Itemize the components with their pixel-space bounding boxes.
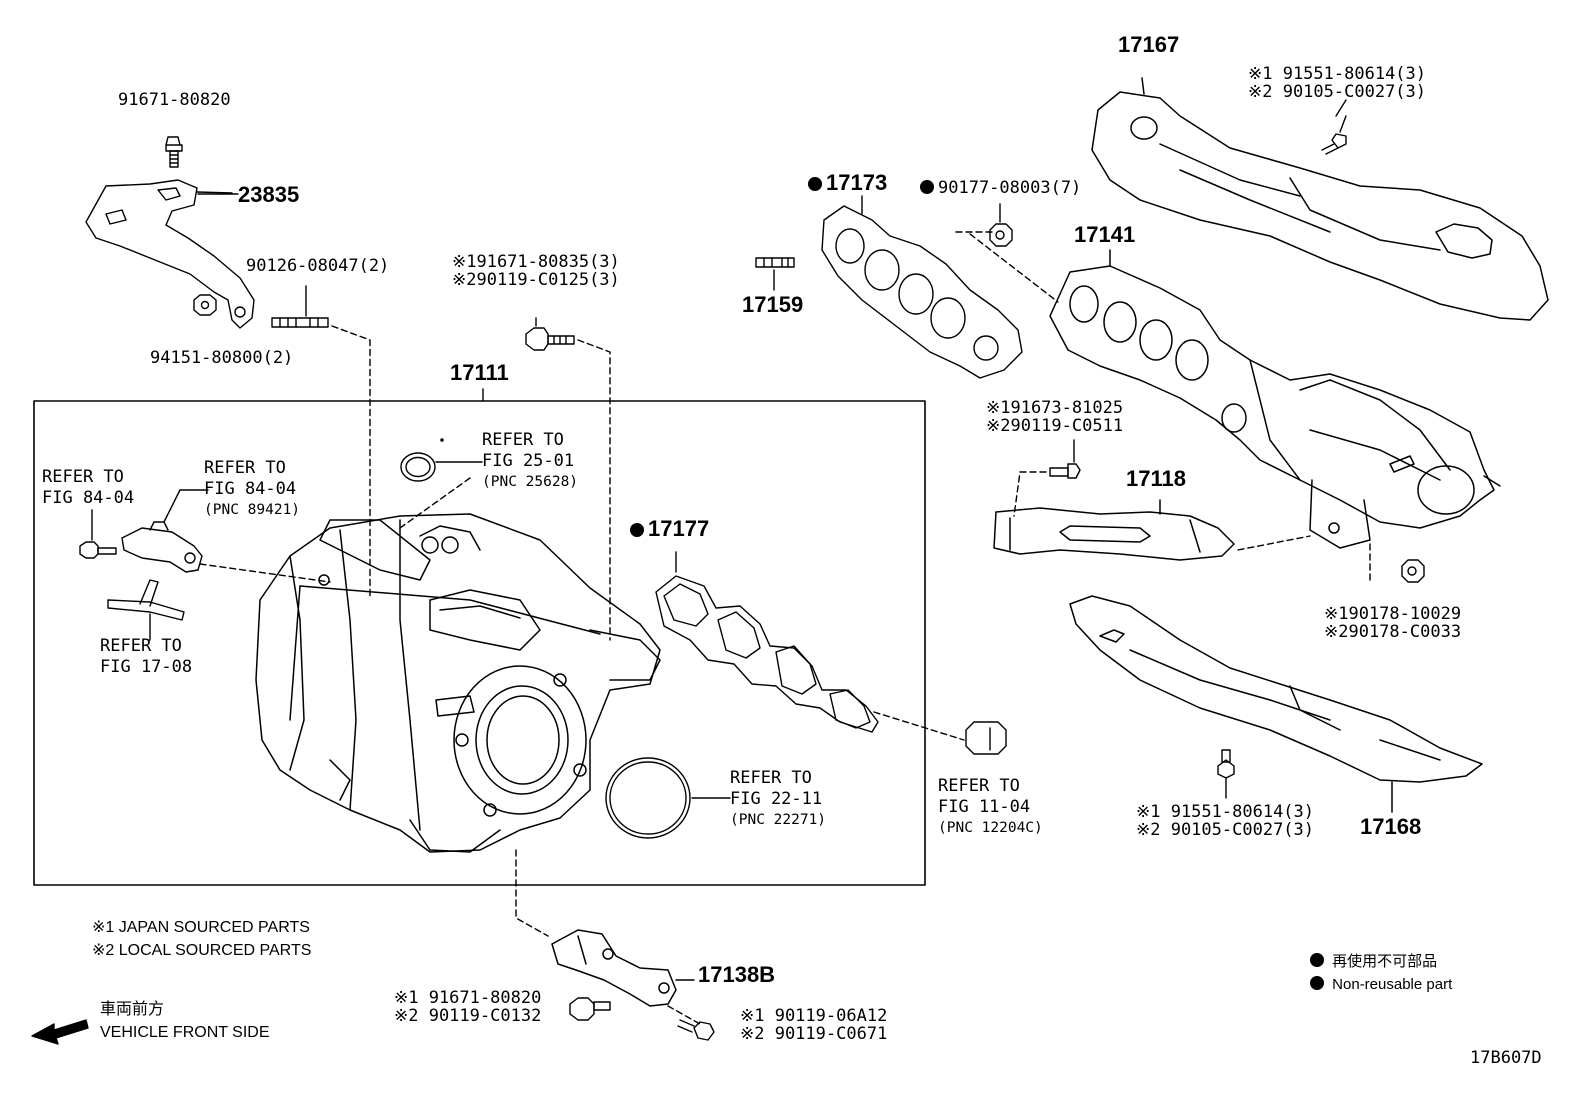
label-shield-top-bolt: ※1 91551-80614(3)※2 90105-C0027(3) bbox=[1248, 64, 1427, 102]
label-17141: 17141 bbox=[1074, 222, 1136, 247]
heat-insulator-17118 bbox=[993, 499, 1235, 561]
intake-assembly-frame bbox=[33, 400, 926, 886]
label-90177: 90177-08003(7) bbox=[920, 180, 1081, 197]
hose-17-08 bbox=[107, 579, 185, 641]
label-91671-80820-top: 91671-80820 bbox=[118, 90, 231, 110]
label-17159: 17159 bbox=[742, 292, 804, 317]
vehicle-front-arrow-icon bbox=[31, 1019, 89, 1045]
exhaust-gasket-17173 bbox=[821, 195, 1023, 379]
intake-gasket-17177 bbox=[655, 551, 879, 733]
label-nut-right: ※190178-10029※290178-C0033 bbox=[1324, 604, 1462, 642]
bolt-shield-top bbox=[1321, 115, 1347, 155]
nut-90177 bbox=[989, 203, 1013, 247]
bracket-17138b bbox=[551, 929, 695, 1007]
sensor-84-04 bbox=[79, 489, 209, 573]
bolt-shield-bottom bbox=[1217, 749, 1235, 799]
bolt-17138b-right bbox=[677, 1019, 715, 1041]
heat-shield-17167 bbox=[1091, 77, 1549, 321]
bolt-top-middle bbox=[525, 317, 575, 351]
label-17138b: 17138B bbox=[698, 962, 776, 987]
label-90126: 90126-08047(2) bbox=[246, 256, 390, 276]
non-reusable-dot-icon bbox=[808, 177, 822, 191]
gasket-ring-25628 bbox=[400, 452, 483, 482]
sourced-parts-notes: ※1 JAPAN SOURCED PARTS※2 LOCAL SOURCED P… bbox=[92, 919, 312, 959]
plug-12204c bbox=[965, 721, 1007, 755]
label-17177: 17177 bbox=[630, 518, 709, 540]
bracket-23835 bbox=[85, 136, 329, 329]
gasket-ring-22271 bbox=[605, 757, 731, 839]
label-bolt-bottom-right: ※1 90119-06A12※2 90119-C0671 bbox=[740, 1006, 888, 1044]
bolt-17138b-left bbox=[569, 997, 611, 1021]
non-reusable-dot-icon bbox=[1310, 953, 1324, 967]
label-17118: 17118 bbox=[1126, 466, 1186, 491]
label-bolt-bottom-left: ※1 91671-80820※2 90119-C0132 bbox=[394, 988, 542, 1026]
label-17167: 17167 bbox=[1118, 32, 1180, 57]
label-23835: 23835 bbox=[238, 182, 300, 207]
non-reusable-dot-icon bbox=[920, 180, 934, 194]
nut-right bbox=[1401, 559, 1425, 583]
label-bolt-17118: ※191673-81025※290119-C0511 bbox=[986, 398, 1124, 436]
stud-17159 bbox=[755, 257, 795, 291]
label-17111: 17111 bbox=[450, 360, 509, 385]
non-reusable-dot-icon bbox=[1310, 976, 1324, 990]
label-bolt-top: ※191671-80835(3)※290119-C0125(3) bbox=[452, 252, 620, 290]
label-shield-bottom-bolt: ※1 91551-80614(3)※2 90105-C0027(3) bbox=[1136, 802, 1315, 840]
legend: 再使用不可部品 Non-reusable part bbox=[1310, 950, 1452, 996]
diagram-id: 17B607D bbox=[1470, 1048, 1542, 1068]
bolt-17118 bbox=[1049, 439, 1081, 479]
heat-shield-17168 bbox=[1069, 595, 1483, 813]
intake-manifold-17111 bbox=[255, 438, 661, 853]
non-reusable-dot-icon bbox=[630, 523, 644, 537]
label-17173: 17173 bbox=[808, 172, 887, 194]
label-94151: 94151-80800(2) bbox=[150, 348, 294, 368]
exhaust-manifold-17141 bbox=[1049, 249, 1501, 549]
label-17168: 17168 bbox=[1360, 814, 1422, 839]
